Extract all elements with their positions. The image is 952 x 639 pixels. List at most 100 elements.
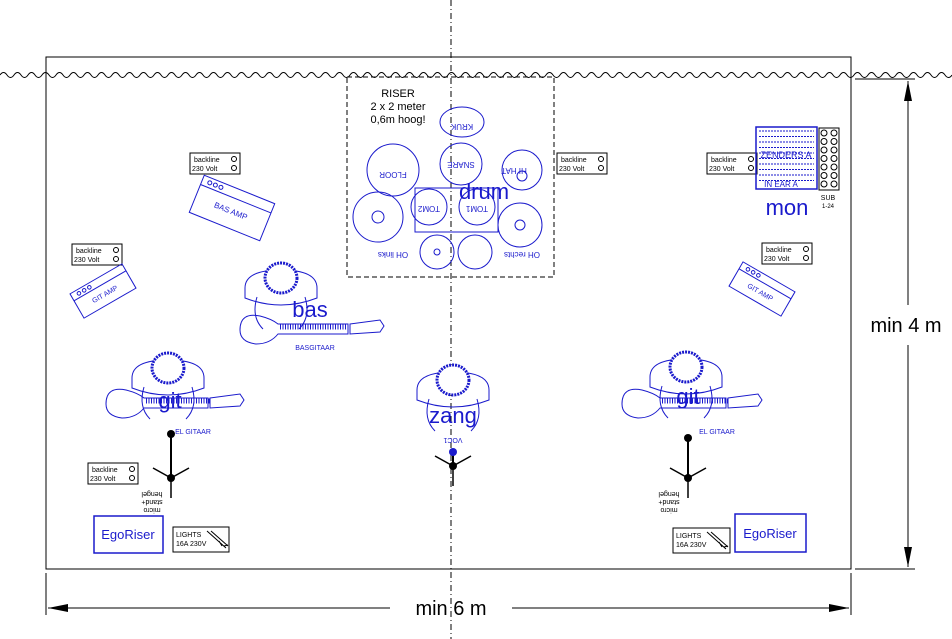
power-plug-icon (706, 531, 729, 550)
git-amp-knob (750, 270, 756, 275)
monitor-line1: ZENDERS A (760, 150, 811, 160)
riser-outline (346, 76, 555, 278)
label-oh-links: OH links (378, 250, 408, 259)
kick-left (419, 234, 455, 270)
backline-volt: 230 Volt (764, 256, 789, 263)
bas-amp: BAS AMP (188, 174, 276, 242)
label-oh-rechts: OH rechts (504, 250, 540, 259)
floor-tom (366, 143, 420, 197)
guitar-head (727, 393, 763, 409)
sub-socket-icon (820, 172, 828, 179)
backline-volt: 230 Volt (192, 166, 217, 173)
head-icon (150, 351, 186, 385)
socket-icon (129, 475, 135, 481)
arrow-up-icon (904, 81, 912, 101)
sub-label: SUB (821, 195, 836, 202)
monitor-line2: IN EAR A (764, 180, 798, 189)
arrow-down-icon (904, 547, 912, 567)
drum-label: drum (459, 179, 509, 204)
riser-size: 2 x 2 meter (370, 101, 425, 113)
git-amp-body (69, 263, 137, 319)
git-left-player (105, 351, 245, 420)
zang-mic-label: VOC1 (443, 436, 462, 443)
width-dimension: min 6 m (45, 573, 852, 620)
backline-volt: 230 Volt (74, 257, 99, 264)
socket-icon (598, 165, 604, 171)
egoriser-left-label: EgoRiser (101, 527, 155, 542)
lights-line2: 16A 230V (176, 541, 207, 548)
backline-label: backline (766, 247, 792, 254)
label-hihat: HI HAT (501, 166, 527, 175)
bas-instrument: BASGITAAR (295, 345, 335, 352)
guitar-head (349, 319, 385, 335)
tom2 (410, 188, 448, 226)
hi-hat-center (516, 170, 528, 182)
backline-box: backline 230 Volt (87, 462, 139, 485)
sub-socket-icon (820, 129, 828, 137)
microphone-icon (449, 448, 457, 456)
shoulders (649, 358, 723, 395)
label-snare: SNARE (447, 160, 475, 169)
stand-leg (687, 467, 707, 479)
monitor-rack (755, 126, 818, 190)
backline-outline (761, 242, 813, 265)
git-amp-label: GIT AMP (91, 285, 119, 305)
lights-line2: 16A 230V (676, 542, 707, 549)
zang-label: zang (429, 403, 477, 428)
egoriser-right (734, 513, 807, 553)
mic-stand (434, 448, 472, 486)
sub-socket-icon (820, 155, 828, 162)
git-amp-knob (756, 273, 761, 278)
lights-box (172, 526, 230, 553)
git-amp-knob (745, 267, 751, 272)
sub-socket-icon (830, 180, 838, 188)
crash-center (514, 219, 526, 231)
git-right-player (621, 350, 763, 419)
backline-volt: 230 Volt (709, 166, 734, 173)
tom1 (458, 188, 496, 226)
mic-stand-label: micro (143, 506, 160, 513)
bas-amp-label: BAS AMP (213, 200, 249, 222)
snare-drum (439, 142, 483, 186)
sub-channels: 1-24 (822, 204, 835, 210)
bas-amp-panel (200, 184, 272, 214)
label-tom1: TOM1 (465, 204, 488, 213)
stand-leg (452, 455, 472, 467)
arms (141, 386, 195, 420)
lights-line1: LIGHTS (676, 533, 702, 540)
socket-icon (803, 246, 809, 252)
socket-icon (113, 256, 119, 262)
arrow-left-icon (48, 604, 68, 612)
git-amp-knob (87, 285, 92, 290)
backline-volt: 230 Volt (90, 476, 115, 483)
socket-icon (748, 165, 754, 171)
git-amp-left: GIT AMP (69, 263, 137, 319)
sub-socket-icon (820, 146, 828, 154)
guitar-body (621, 388, 727, 419)
ride-center (371, 210, 385, 224)
shoulders (416, 371, 490, 408)
width-label: min 6 m (415, 598, 486, 620)
head-icon (435, 363, 471, 397)
shoulders (131, 359, 205, 396)
crash-cymbal (497, 202, 543, 248)
lights-box (672, 527, 731, 554)
sub-patch (818, 127, 840, 191)
depth-label: min 4 m (870, 315, 941, 337)
socket-icon (231, 165, 237, 171)
backline-label: backline (194, 157, 220, 164)
backline-label: backline (92, 467, 118, 474)
socket-icon (231, 156, 237, 162)
curtain-line (0, 72, 952, 78)
label-tom2: TOM2 (417, 204, 440, 213)
sub-socket-icon (830, 163, 838, 171)
arrow-right-icon (829, 604, 849, 612)
backline-outline (71, 243, 123, 266)
git-right-label: git (676, 384, 699, 409)
mic-stand-label: micro (660, 506, 677, 513)
